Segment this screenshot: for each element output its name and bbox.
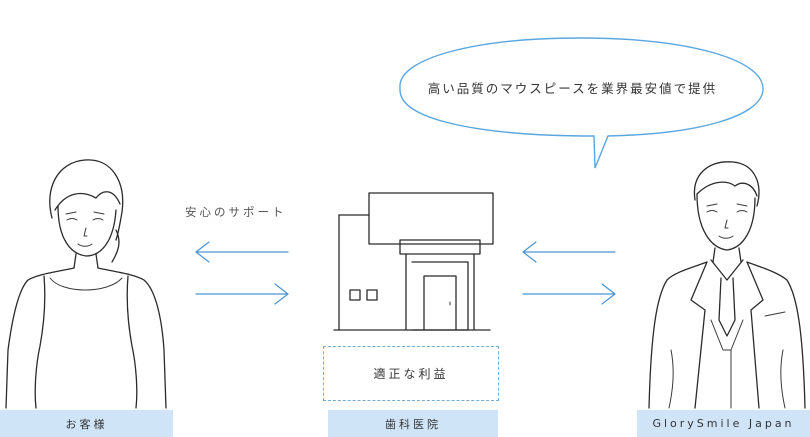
arrow-right-to-company	[522, 283, 616, 305]
clinic-building-icon	[333, 192, 494, 331]
customer-label: お客様	[0, 410, 173, 437]
clinic-label: 歯科医院	[328, 410, 498, 437]
support-text: 安心のサポート	[185, 205, 287, 219]
arrow-left-to-clinic	[522, 241, 616, 263]
company-label: GlorySmile Japan	[637, 410, 810, 437]
speech-bubble-text: 高い品質のマウスピースを業界最安値で提供	[427, 81, 718, 96]
speech-bubble	[399, 37, 764, 169]
arrow-left-to-customer	[195, 241, 289, 263]
profit-text: 適正な利益	[373, 367, 449, 381]
staff-illustration	[648, 161, 806, 409]
arrow-right-to-clinic	[195, 283, 289, 305]
customer-illustration	[5, 159, 167, 409]
profit-box: 適正な利益	[323, 346, 499, 401]
